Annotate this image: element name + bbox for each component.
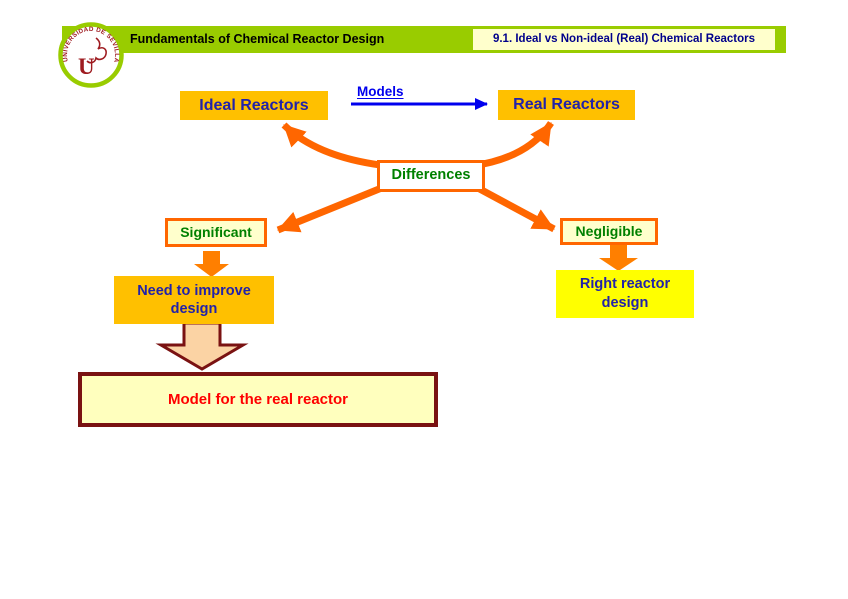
ideal-reactors-box: Ideal Reactors xyxy=(180,91,328,120)
model-for-real-reactor-box: Model for the real reactor xyxy=(78,372,438,427)
negligible-box: Negligible xyxy=(560,218,658,245)
logo-emblem-flourish xyxy=(86,37,107,64)
model-for-real-reactor-label: Model for the real reactor xyxy=(167,391,349,408)
big-down-arrow-icon xyxy=(155,321,249,371)
differences-box: Differences xyxy=(377,160,485,192)
down-arrow-significant-icon xyxy=(194,251,229,277)
section-title: 9.1. Ideal vs Non-ideal (Real) Chemical … xyxy=(473,29,775,50)
need-to-improve-box: Need to improve design xyxy=(114,276,274,324)
models-label: Models xyxy=(357,84,404,99)
significant-box: Significant xyxy=(165,218,267,247)
connector-to-significant-icon xyxy=(276,183,386,234)
connector-to-ideal-icon xyxy=(281,122,389,170)
connector-to-negligible-icon xyxy=(474,183,556,233)
right-reactor-design-box: Right reactor design xyxy=(556,270,694,318)
down-arrow-negligible-icon xyxy=(599,244,638,271)
logo-monogram: U xyxy=(78,54,95,79)
course-title: Fundamentals of Chemical Reactor Design xyxy=(130,32,385,46)
real-reactors-box: Real Reactors xyxy=(498,90,635,120)
university-logo-icon: UNIVERSIDAD DE SEVILLA U xyxy=(58,22,124,88)
